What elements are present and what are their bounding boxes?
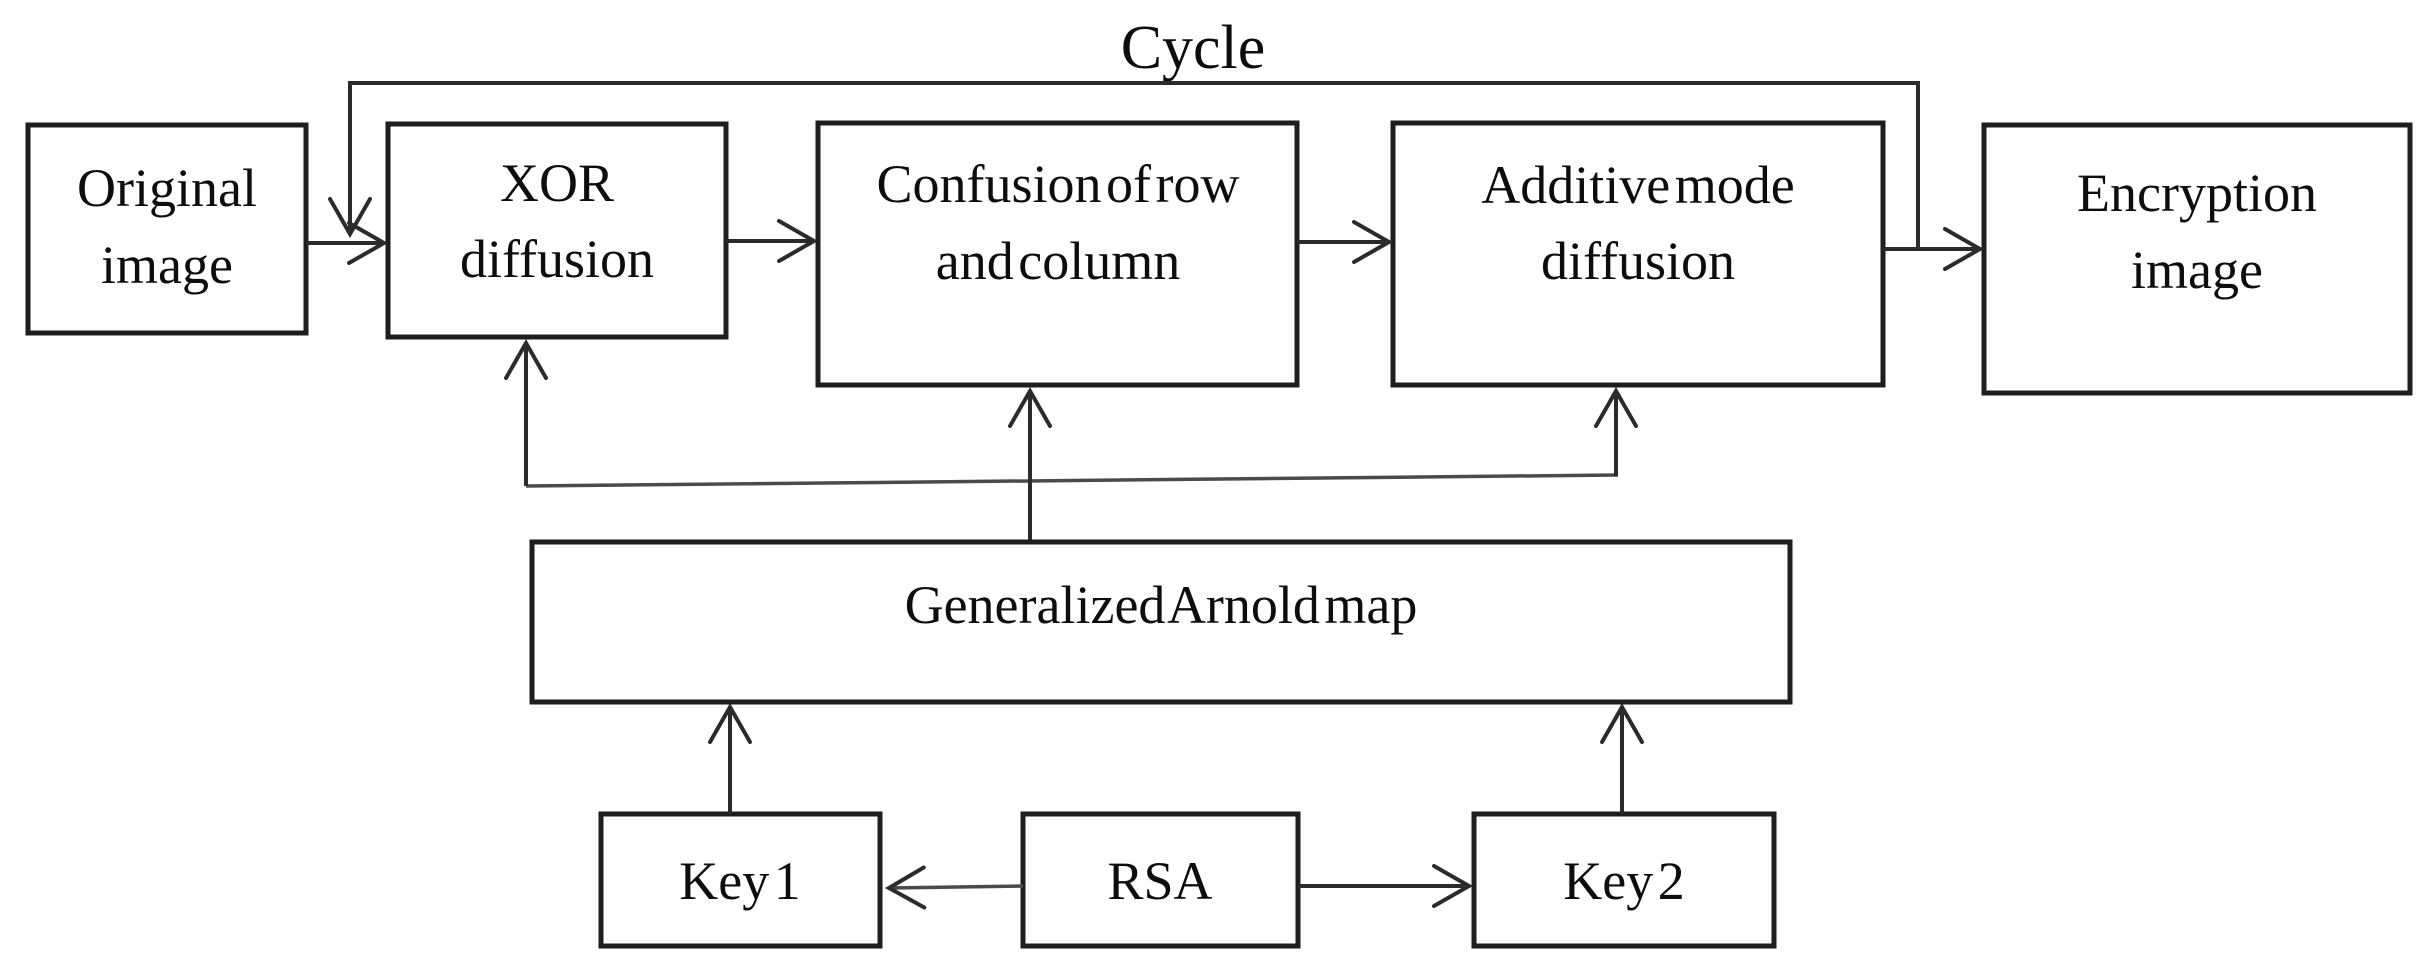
box-confusion-label-line1: Confusion of row: [877, 154, 1240, 214]
box-key2: Key 2: [1471, 811, 1777, 949]
box-rsa: RSA: [1020, 811, 1301, 949]
arrow-rsa-to-key1: [889, 886, 1024, 888]
box-encryption-image: Encryption image: [1981, 122, 2413, 396]
box-confusion-label-line2: and column: [936, 231, 1180, 291]
box-key2-label: Key 2: [1563, 851, 1684, 911]
box-xor-diffusion-frame: [385, 121, 729, 340]
box-encryption-label-line1: Encryption: [2077, 163, 2317, 223]
box-original-image-label-line2: image: [101, 235, 233, 295]
box-additive-label-line2: diffusion: [1541, 231, 1735, 291]
box-generalized-arnold-map-frame: [529, 539, 1793, 705]
box-xor-diffusion-label-line1: XOR: [500, 153, 614, 213]
box-rsa-label: RSA: [1107, 851, 1212, 911]
box-confusion-row-column-frame: [815, 120, 1300, 388]
cycle-label: Cycle: [1121, 14, 1266, 82]
box-encryption-label-line2: image: [2131, 240, 2263, 300]
box-additive-mode-diffusion: Additive mode diffusion: [1390, 120, 1886, 388]
box-original-image-frame: [25, 122, 309, 336]
box-key1-frame: [598, 811, 883, 949]
box-arnold-label: Generalized Arnold map: [905, 575, 1418, 635]
arnold-distribution-line: [525, 473, 1619, 488]
box-rsa-frame: [1020, 811, 1301, 949]
box-original-image-label-line1: Original: [77, 158, 257, 218]
box-key2-frame: [1471, 811, 1777, 949]
box-key1: Key 1: [598, 811, 883, 949]
box-key1-label: Key 1: [679, 851, 800, 911]
box-confusion-row-column: Confusion of row and column: [815, 120, 1300, 388]
box-generalized-arnold-map: Generalized Arnold map: [529, 539, 1793, 705]
box-additive-mode-diffusion-frame: [1390, 120, 1886, 388]
box-xor-diffusion: XOR diffusion: [385, 121, 729, 340]
box-additive-label-line1: Additive mode: [1481, 155, 1794, 215]
box-original-image: Original image: [25, 122, 309, 336]
box-encryption-image-frame: [1981, 122, 2413, 396]
box-xor-diffusion-label-line2: diffusion: [460, 229, 654, 289]
